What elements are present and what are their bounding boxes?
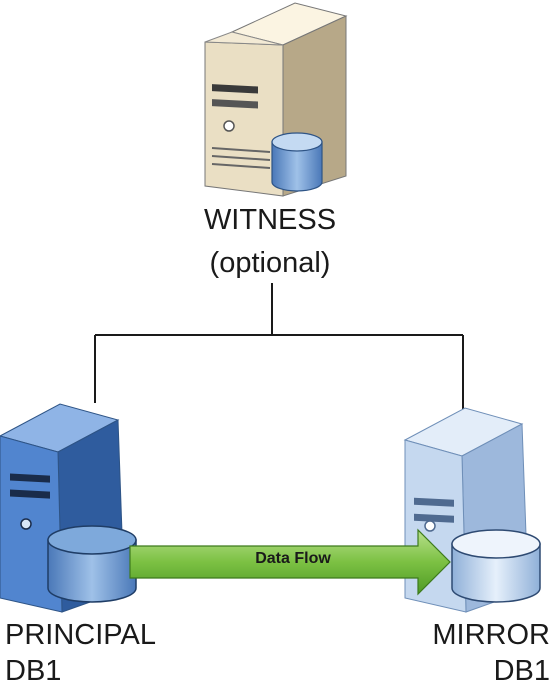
witness-database-icon — [271, 132, 323, 192]
principal-title: PRINCIPAL — [5, 619, 156, 651]
mirror-database-icon — [451, 529, 541, 603]
witness-server-icon — [204, 2, 348, 197]
mirror-title: MIRROR — [432, 619, 550, 651]
mirror-database-label: DB1 — [493, 655, 550, 687]
principal-database-icon — [47, 525, 137, 603]
principal-database-label: DB1 — [5, 655, 62, 687]
connector-lines — [94, 283, 464, 410]
data-flow-arrow — [129, 528, 451, 596]
data-flow-label: Data Flow — [255, 550, 331, 567]
witness-subtitle: (optional) — [209, 247, 331, 279]
witness-title: WITNESS — [203, 204, 337, 236]
